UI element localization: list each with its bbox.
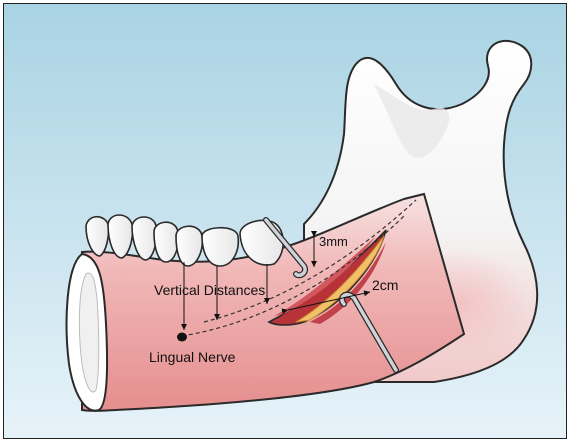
depth-label: 3mm — [319, 234, 348, 249]
mandible-illustration: Vertical Distances Lingual Nerve 3mm 2cm — [4, 4, 567, 439]
figure-frame: Vertical Distances Lingual Nerve 3mm 2cm — [3, 3, 567, 439]
lingual-nerve-marker — [177, 333, 187, 342]
tooth-4 — [154, 222, 178, 262]
length-label: 2cm — [372, 277, 398, 293]
lingual-nerve-label: Lingual Nerve — [149, 349, 236, 365]
vertical-distances-label: Vertical Distances — [154, 282, 265, 298]
